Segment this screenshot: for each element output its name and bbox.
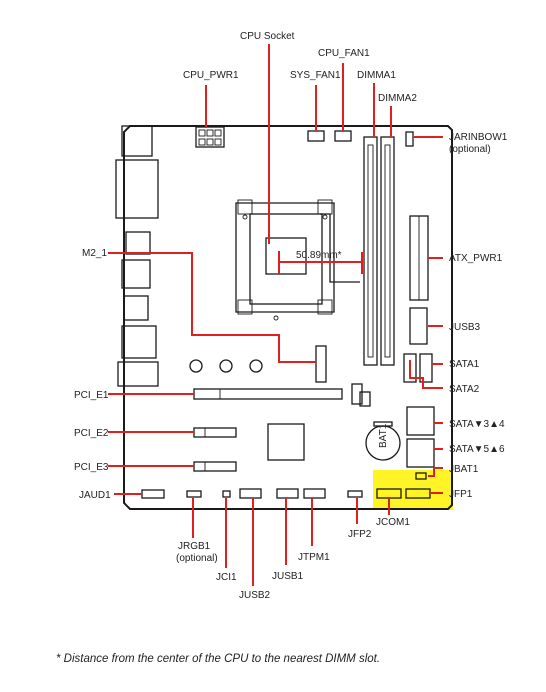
- label-dimma1: DIMMA1: [357, 70, 396, 81]
- leader-lines: [108, 44, 443, 586]
- label-jfp2: JFP2: [348, 529, 372, 540]
- jaud1-connector: [141, 489, 165, 499]
- label-jarinbow1-note: (optional): [449, 144, 491, 155]
- label-atx-pwr1: ATX_PWR1: [449, 253, 503, 264]
- battery: BAT1: [365, 421, 401, 461]
- sata34-port: [406, 406, 435, 436]
- label-jci1: JCI1: [216, 572, 237, 583]
- jfp1-highlight: [373, 470, 453, 510]
- dimm-slots: [363, 136, 395, 366]
- label-distance: 50.89mm*: [296, 250, 342, 261]
- cpu-socket: [235, 199, 360, 321]
- label-pci-e1: PCI_E1: [74, 390, 109, 401]
- jrgb1-connector: [186, 490, 202, 498]
- pci-e3-slot: [193, 461, 237, 472]
- jarinbow1-connector: [405, 131, 414, 147]
- footnote: * Distance from the center of the CPU to…: [56, 653, 381, 665]
- label-sys-fan1: SYS_FAN1: [290, 70, 341, 81]
- jtpm1-connector: [303, 488, 326, 499]
- label-jusb3: JUSB3: [449, 322, 481, 333]
- label-jrgb1-note: (optional): [176, 553, 218, 564]
- pci-e1-slot: [193, 383, 371, 407]
- label-jusb1: JUSB1: [272, 571, 304, 582]
- board-outline: [123, 125, 453, 510]
- label-sata34: SATA▼3▲4: [449, 419, 505, 430]
- jusb1-connector: [276, 488, 299, 499]
- atx-pwr1-connector: [409, 215, 429, 301]
- label-pci-e2: PCI_E2: [74, 428, 109, 439]
- label-jbat1: JBAT1: [449, 464, 479, 475]
- jusb3-connector: [409, 307, 428, 345]
- label-cpu-fan1: CPU_FAN1: [318, 48, 370, 59]
- cpu-pwr1-connector: [195, 126, 225, 148]
- label-cpu-pwr1: CPU_PWR1: [183, 70, 239, 81]
- label-dimma2: DIMMA2: [378, 93, 417, 104]
- jfp2-connector: [347, 490, 363, 498]
- label-jusb2: JUSB2: [239, 590, 271, 601]
- rear-io: [115, 125, 159, 387]
- sata2-port: [403, 353, 417, 383]
- m2-standoffs: [189, 359, 263, 373]
- sata1-port: [419, 353, 433, 383]
- label-jrgb1: JRGB1: [178, 541, 211, 552]
- label-jaud1: JAUD1: [79, 490, 111, 501]
- m2-connector: [315, 345, 327, 383]
- jci1-connector: [222, 490, 231, 498]
- label-m2-1: M2_1: [82, 248, 107, 259]
- jusb2-connector: [239, 488, 262, 499]
- sata56-port: [406, 438, 435, 468]
- label-sata1: SATA1: [449, 359, 480, 370]
- svg-text:BAT1: BAT1: [378, 423, 389, 448]
- label-cpu-socket: CPU Socket: [240, 31, 295, 42]
- sys-fan1-connector: [307, 130, 325, 142]
- chipset: [267, 423, 305, 461]
- label-sata2: SATA2: [449, 384, 480, 395]
- jbat1-connector: [415, 472, 427, 480]
- label-jarinbow1: JARINBOW1: [449, 132, 508, 143]
- label-jfp1: JFP1: [449, 489, 473, 500]
- cpu-fan1-connector: [334, 130, 352, 142]
- label-pci-e3: PCI_E3: [74, 462, 109, 473]
- label-jtpm1: JTPM1: [298, 552, 330, 563]
- pci-e2-slot: [193, 427, 237, 438]
- label-jcom1: JCOM1: [376, 517, 410, 528]
- label-sata56: SATA▼5▲6: [449, 444, 505, 455]
